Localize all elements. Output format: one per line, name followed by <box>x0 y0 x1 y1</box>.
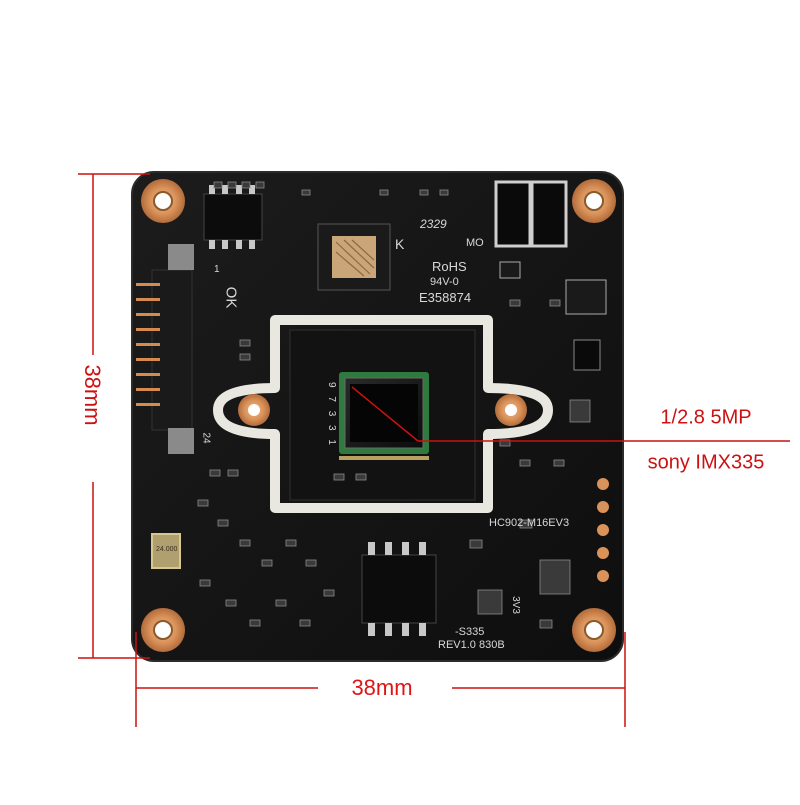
silk-voltage: 3V3 <box>509 596 521 614</box>
width-dimension-label: 38mm <box>351 675 413 700</box>
silk-pin-24: 24 <box>200 432 212 444</box>
silk-k-mark: K <box>395 236 405 252</box>
sensor-model-label: sony IMX335 <box>647 451 765 474</box>
silk-crystal-text: 24.000 <box>156 546 178 553</box>
right-edge-pads <box>597 478 609 582</box>
sensor-callout-lines <box>351 386 790 442</box>
top-left-ic <box>203 185 263 249</box>
silk-date-code: 2329 <box>420 217 447 231</box>
silk-mount-marks: 9 7 3 3 1 <box>325 382 337 448</box>
fpc-connector <box>136 244 194 454</box>
silk-pin-1: 1 <box>214 264 220 275</box>
silk-revision: REV1.0 830B <box>438 639 505 651</box>
silk-ul-number: E358874 <box>419 290 472 305</box>
silk-flame-rating: 94V-0 <box>430 276 459 288</box>
image-sensor <box>339 372 429 460</box>
silk-sensor-code: -S335 <box>455 626 485 638</box>
smd-components <box>197 181 591 629</box>
dimension-lines <box>78 173 626 727</box>
qfn-chip <box>317 223 391 291</box>
sensor-format-label: 1/2.8 5MP <box>660 406 752 429</box>
crystal-oscillator <box>151 533 181 569</box>
bottom-center-ic <box>361 542 437 636</box>
height-dimension-label: 38mm <box>80 364 105 426</box>
silk-board-model: HC902-M16EV3 <box>489 517 570 529</box>
corner-mount-holes <box>141 179 616 652</box>
silk-mo-mark: MO <box>466 237 484 249</box>
silk-rohs: RoHS <box>432 259 467 274</box>
silk-ok-mark: OK <box>222 286 240 309</box>
top-right-inductors <box>494 180 607 371</box>
